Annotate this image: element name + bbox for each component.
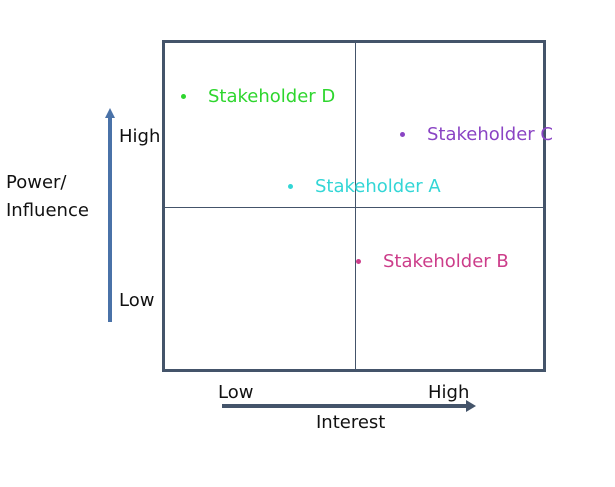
stakeholder-label: Stakeholder D [208,86,336,107]
stakeholder-b: Stakeholder B [356,251,509,272]
x-axis-label: Interest [316,412,386,433]
bullet-icon [181,94,186,99]
stakeholder-label: Stakeholder A [315,176,441,197]
bullet-icon [288,184,293,189]
quadrant-grid [162,40,546,372]
y-axis-low-label: Low [119,290,155,311]
horizontal-divider [162,207,546,208]
bullet-icon [400,132,405,137]
stakeholder-c: Stakeholder C [400,124,553,145]
x-axis-high-label: High [428,382,470,403]
stakeholder-a: Stakeholder A [288,176,441,197]
y-axis-label-line2: Influence [6,200,89,221]
y-axis-label-line1: Power/ [6,172,67,193]
vertical-divider [355,40,356,372]
stakeholder-d: Stakeholder D [181,86,335,107]
x-axis-arrow-icon [222,400,476,412]
stakeholder-label: Stakeholder B [383,251,509,272]
bullet-icon [356,259,361,264]
x-axis-low-label: Low [218,382,254,403]
y-axis-high-label: High [119,126,161,147]
stakeholder-label: Stakeholder C [427,124,553,145]
y-axis-arrow-icon [105,108,115,322]
